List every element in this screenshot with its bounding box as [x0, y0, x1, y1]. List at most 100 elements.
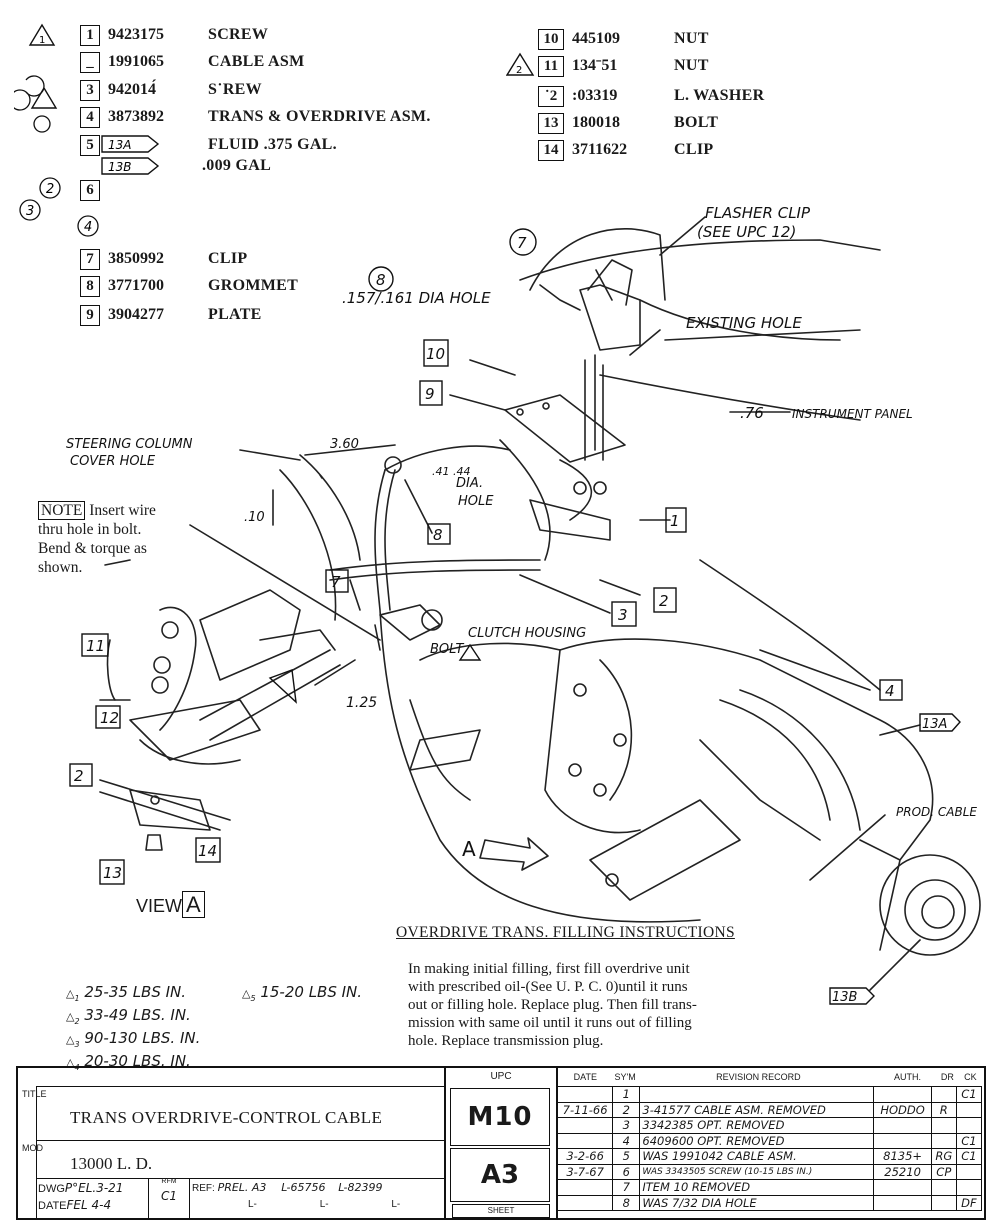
revision-text-cell: WAS 1991042 CABLE ASM. — [639, 1148, 875, 1165]
revision-dr-cell: R — [931, 1102, 957, 1118]
revision-ck-cell — [956, 1117, 983, 1134]
callout-boxes — [69, 228, 961, 1005]
svg-text:EXISTING HOLE: EXISTING HOLE — [686, 314, 802, 332]
revision-date-cell: 3-7-67 — [558, 1164, 614, 1180]
torque-specs: △1 25-35 LBS IN. △2 33-49 LBS. IN. △3 90… — [66, 984, 200, 1076]
revision-dr-cell — [931, 1086, 957, 1103]
svg-text:.76: .76 — [740, 404, 764, 422]
parts-row: 5 FLUID .375 GAL. — [80, 132, 337, 158]
note-label: NOTE — [38, 501, 86, 520]
svg-text:3: 3 — [26, 204, 34, 219]
svg-text:4: 4 — [885, 682, 895, 700]
revision-dr-cell — [931, 1133, 957, 1149]
svg-text:13: 13 — [103, 864, 122, 882]
svg-text:.41 .44: .41 .44 — [432, 465, 470, 478]
torque-row: △2 33-49 LBS. IN. — [66, 1006, 191, 1027]
grommet-shape — [384, 456, 402, 474]
parts-row: 1 9423175 SCREW — [80, 22, 268, 48]
svg-text:14: 14 — [198, 842, 217, 860]
revision-date-cell — [558, 1195, 614, 1211]
revision-dr-cell — [931, 1179, 957, 1196]
svg-text:PROD. CABLE: PROD. CABLE — [896, 805, 977, 819]
plate-shape — [504, 394, 626, 463]
revision-date-cell: 7-11-66 — [558, 1102, 614, 1118]
circle-marker-icon — [14, 89, 31, 111]
svg-text:HOLE: HOLE — [458, 494, 494, 509]
title-block: TITLE MOD TRANS OVERDRIVE-CONTROL CABLE … — [16, 1066, 986, 1220]
circled-refs: 2 3 4 — [19, 177, 99, 237]
svg-text:2: 2 — [46, 182, 54, 197]
side-title: TITLE — [22, 1089, 47, 1099]
view-arrow-icon — [479, 837, 549, 871]
revision-auth-cell — [873, 1179, 932, 1196]
revision-ck-cell: C1 — [956, 1148, 983, 1165]
svg-text:STEERING COLUMN: STEERING COLUMN — [66, 437, 193, 452]
revision-auth-cell — [873, 1133, 932, 1149]
delta-icon — [28, 23, 56, 46]
revision-table: DATE SY'M REVISION RECORD AUTH. DR CK — [558, 1068, 982, 1087]
rfm-cell: RFM C1 — [148, 1178, 190, 1218]
revision-ck-cell: C1 — [956, 1133, 983, 1149]
overdrive-tube — [589, 799, 741, 901]
svg-text:10: 10 — [426, 345, 445, 363]
revision-date-cell — [558, 1086, 614, 1103]
delta-icon: 2 — [506, 52, 535, 76]
revision-text-cell: WAS 3343505 SCREW (10-15 LBS IN.) — [639, 1164, 875, 1180]
callout-numbers: 1 2 3 4 7 8 9 10 11 12 2 13 14 7 8 13A 1… — [74, 234, 947, 1005]
revision-text-cell: 3-41577 CABLE ASM. REMOVED — [639, 1102, 875, 1118]
ref-row-2: L- L- L- — [248, 1199, 401, 1210]
parts-row: 4 3873892 TRANS & OVERDRIVE ASM. — [80, 104, 431, 130]
dwg-row: DWGP°EL.3-21 — [38, 1181, 124, 1195]
revision-date-cell: 3-2-66 — [558, 1148, 614, 1165]
svg-text:COVER HOLE: COVER HOLE — [70, 454, 156, 469]
instrument-panel-line — [519, 239, 881, 281]
tag-13a-shape — [101, 135, 160, 153]
revision-dr-cell: RG — [931, 1148, 957, 1165]
revision-text-cell: ITEM 10 REMOVED — [639, 1179, 875, 1196]
revision-sym-cell: 3 — [612, 1117, 641, 1134]
view-a-detail — [159, 606, 197, 731]
svg-text:2: 2 — [659, 592, 669, 610]
revision-dr-cell — [931, 1195, 957, 1211]
date-row: DATEFEL 4-4 — [38, 1198, 112, 1212]
delta-icon — [30, 86, 58, 109]
svg-text:13B: 13B — [108, 160, 132, 174]
svg-text:4: 4 — [84, 220, 92, 235]
revision-date-cell — [558, 1179, 614, 1196]
parts-row: 11 134ˉ51 NUT — [538, 53, 709, 79]
cable-line — [384, 445, 511, 471]
parts-row: 14 3711622 CLIP — [538, 137, 713, 163]
ref-row: REF: PREL. A3 L-65756 L-82399 — [192, 1181, 383, 1194]
bracket-shape — [579, 284, 641, 351]
model-number: 13000 L. D. — [70, 1154, 153, 1173]
output-housing — [879, 854, 981, 956]
revision-auth-cell: 25210 — [873, 1164, 932, 1180]
svg-text:INSTRUMENT PANEL: INSTRUMENT PANEL — [792, 407, 913, 421]
revision-auth-cell — [873, 1086, 932, 1103]
svg-text:2: 2 — [74, 767, 84, 785]
revision-dr-cell: CP — [931, 1164, 957, 1180]
revision-ck-cell — [956, 1164, 983, 1180]
svg-text:12: 12 — [100, 709, 119, 727]
upc-top-cell: M10 — [450, 1088, 550, 1146]
svg-text:13A: 13A — [922, 717, 947, 732]
transmission-body — [559, 638, 934, 861]
parts-row: 3 942014́ S˙REW — [80, 77, 262, 103]
revision-ck-cell: DF — [956, 1195, 983, 1211]
revision-auth-cell: 8135+ — [873, 1148, 932, 1165]
revision-auth-cell — [873, 1117, 932, 1134]
revision-date-cell — [558, 1117, 614, 1134]
svg-text:8: 8 — [433, 526, 443, 544]
tag-13b-shape — [101, 157, 160, 175]
svg-text:1: 1 — [39, 35, 45, 46]
torque-row: △3 90-130 LBS. IN. — [66, 1029, 201, 1050]
revision-date-cell — [558, 1133, 614, 1149]
instructions-body: In making initial filling, first fill ov… — [408, 961, 697, 1049]
parts-row: ˙2 :03319 L. WASHER — [538, 83, 764, 109]
